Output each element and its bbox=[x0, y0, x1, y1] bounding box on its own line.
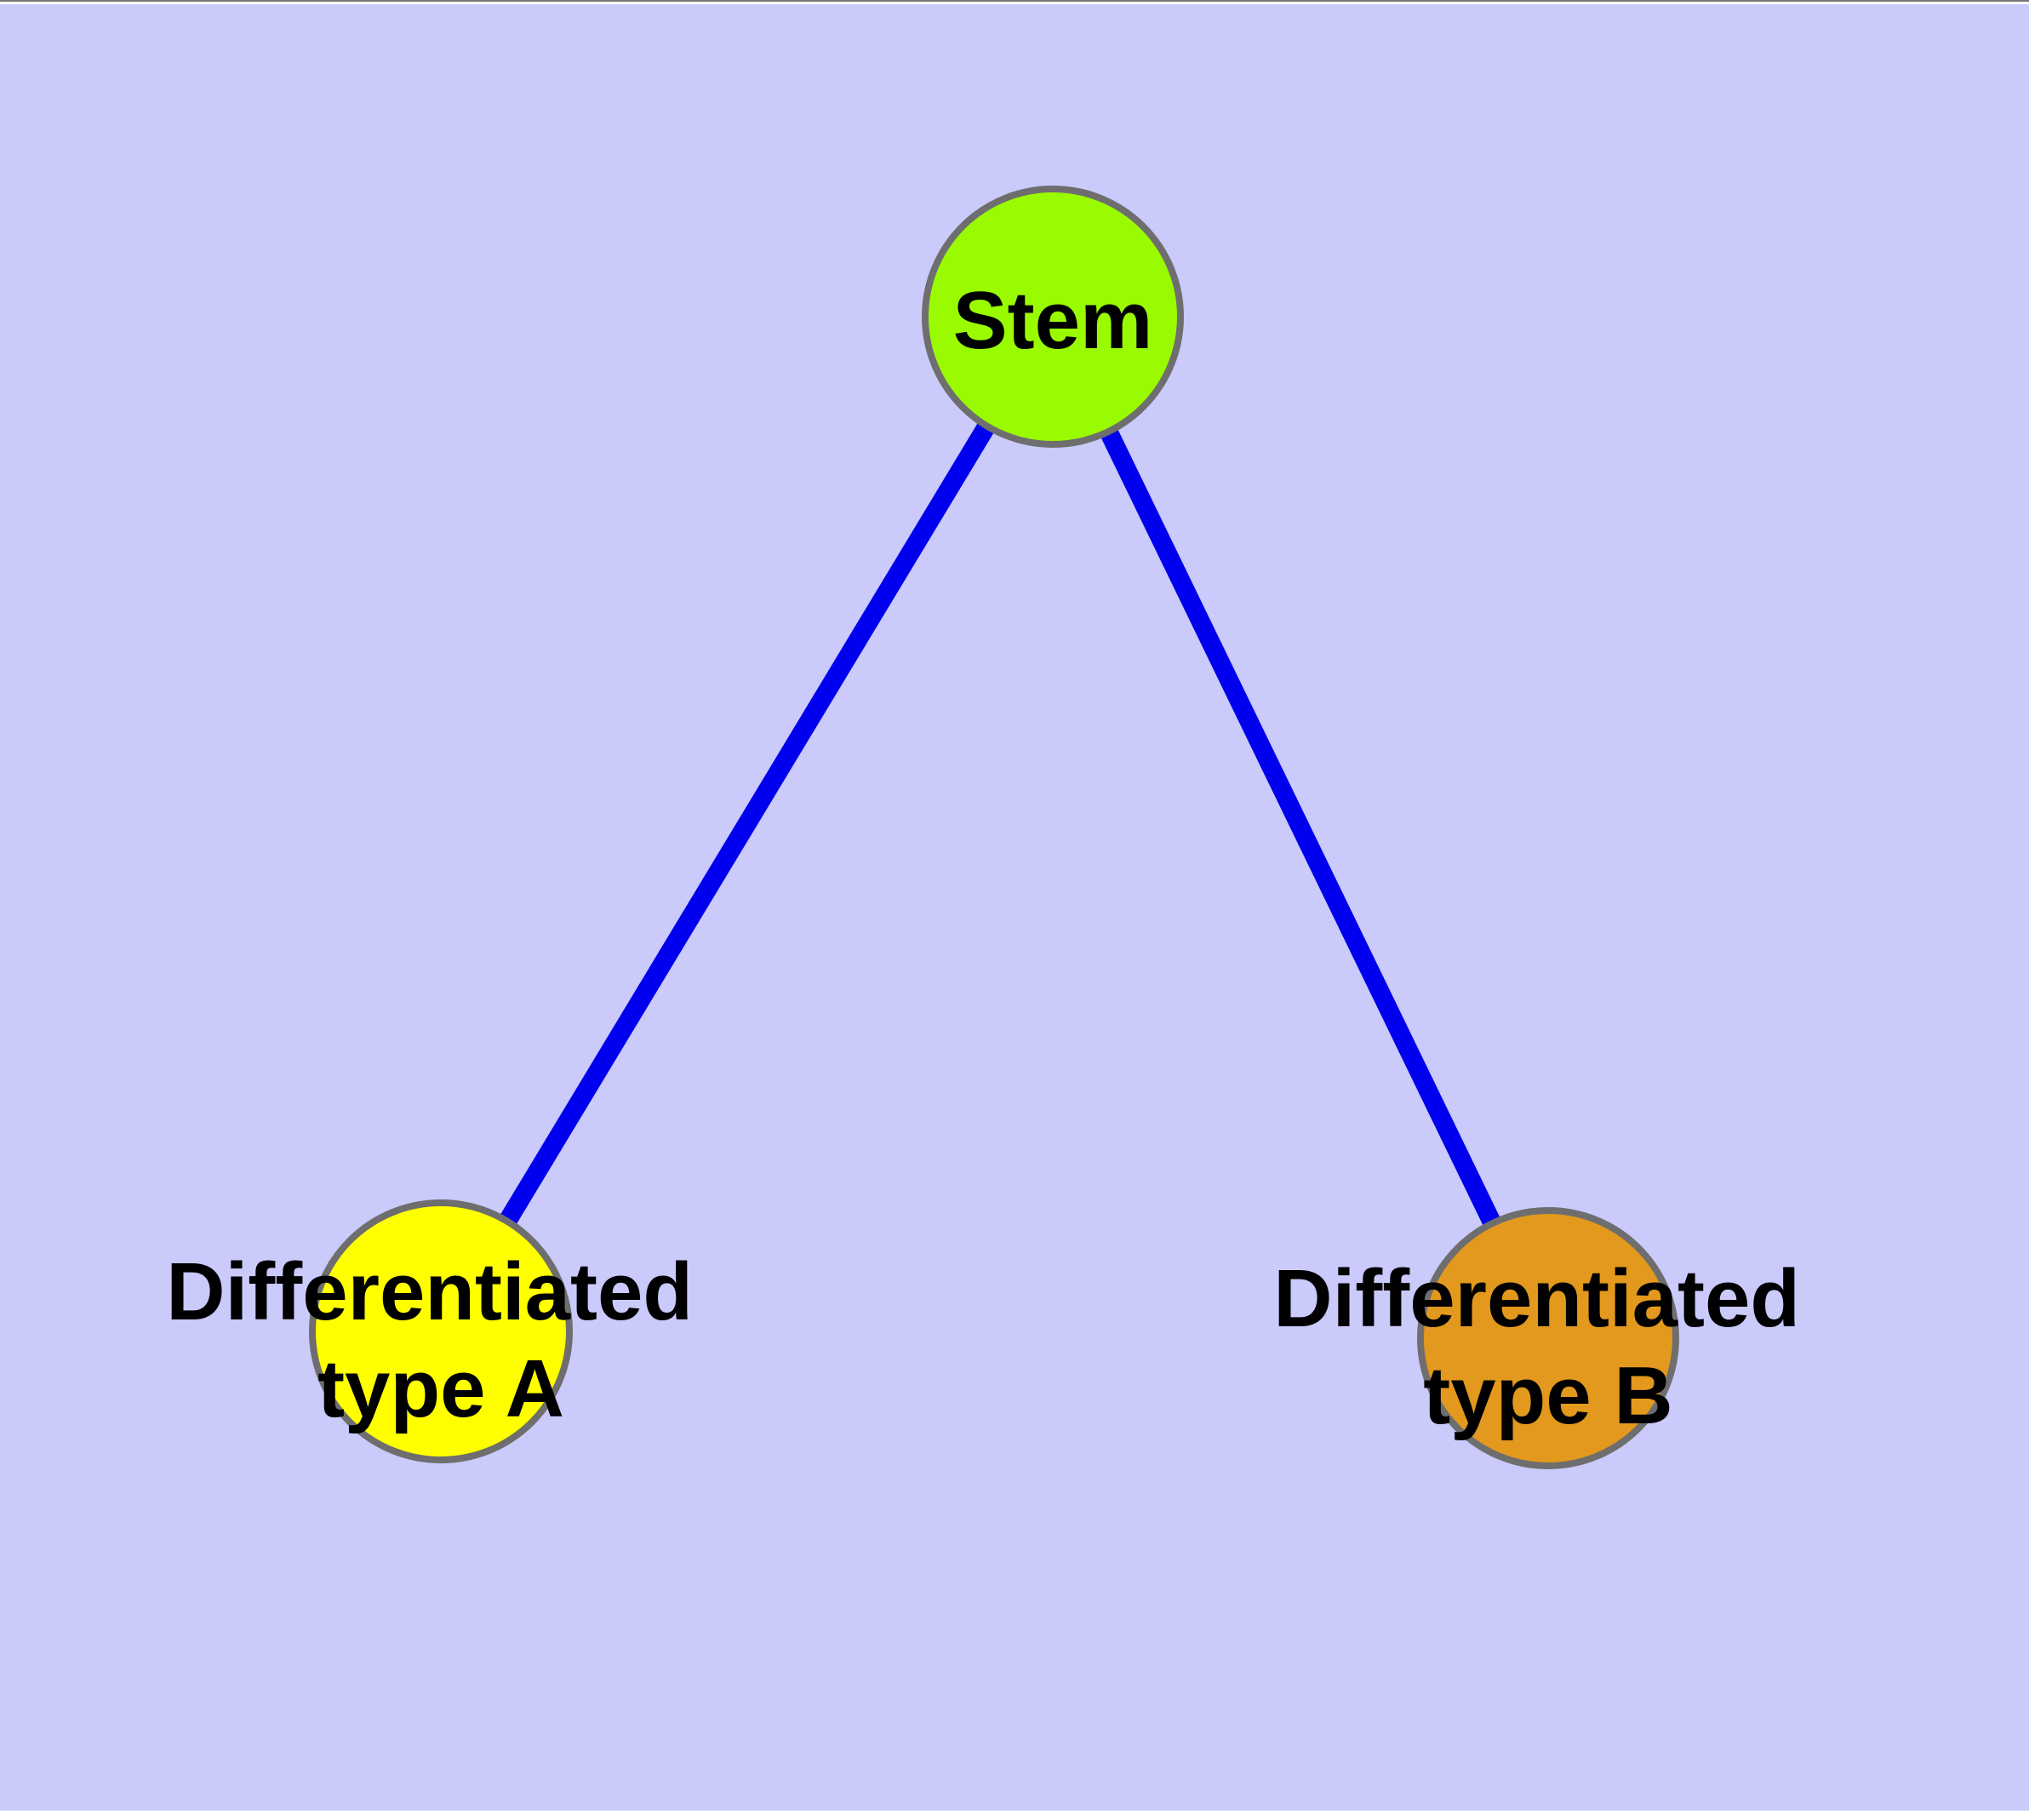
top-edge-line bbox=[0, 0, 2029, 2]
node-type-a-label: Differentiated type A bbox=[166, 1246, 715, 1434]
node-type-b-label: Differentiated type B bbox=[1273, 1253, 1822, 1441]
node-type-a-label-line2: type A bbox=[317, 1343, 564, 1434]
node-type-b-label-line1: Differentiated bbox=[1273, 1253, 1800, 1344]
edge-stem-to-type-a bbox=[432, 312, 1061, 1336]
node-type-b-circle bbox=[1417, 1207, 1679, 1469]
node-type-b-label-line2: type B bbox=[1423, 1350, 1672, 1441]
edge-stem-to-type-b bbox=[1044, 312, 1557, 1342]
node-type-a-label-line1: Differentiated bbox=[166, 1246, 693, 1337]
node-type-a-circle bbox=[309, 1199, 573, 1463]
node-stem-circle bbox=[922, 186, 1184, 448]
node-stem-label: Stem bbox=[953, 275, 1153, 366]
node-stem-label-line1: Stem bbox=[953, 275, 1153, 366]
